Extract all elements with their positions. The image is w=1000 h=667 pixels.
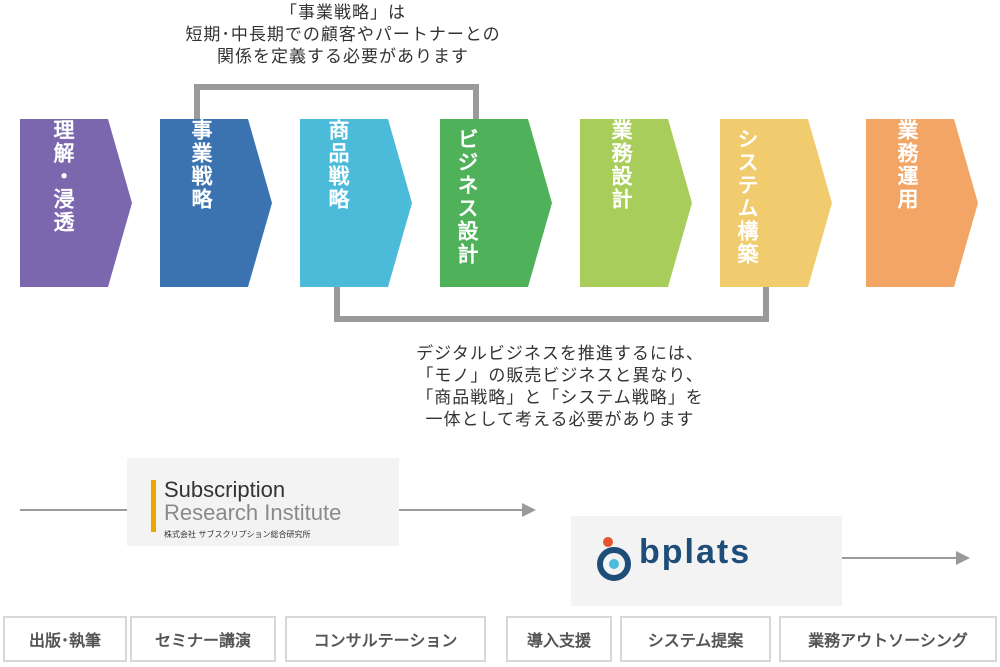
service-label: 出版･執筆 — [28, 631, 101, 650]
step-business-strategy: 事業戦略 — [160, 119, 272, 287]
service-publishing: 出版･執筆 — [3, 616, 127, 662]
sri-japanese-name: 株式会社 サブスクリプション総合研究所 — [164, 530, 311, 539]
sri-subtitle: Research Institute — [164, 500, 342, 525]
bottom-bracket-line — [334, 287, 769, 322]
step-operation-design: 業務設計 — [580, 119, 692, 287]
bplats-symbol-icon — [597, 537, 631, 581]
top-note: 「事業戦略」は 短期･中長期での顧客やパートナーとの 関係を定義する必要がありま… — [148, 2, 538, 68]
service-outsourcing: 業務アウトソーシング — [779, 616, 997, 662]
sri-accent-bar — [151, 480, 156, 532]
sri-title: Subscription — [164, 477, 286, 502]
service-system-proposal: システム提案 — [620, 616, 771, 662]
step-label: ビジネス設計 — [455, 128, 479, 266]
bplats-arrowhead — [956, 551, 970, 565]
top-note-line1: 「事業戦略」は — [280, 3, 406, 23]
sri-logo: Subscription Research Institute 株式会社 サブス… — [127, 458, 399, 546]
step-label: システム構築 — [735, 128, 759, 266]
top-note-line3: 関係を定義する必要があります — [217, 47, 469, 67]
step-product-strategy: 商品戦略 — [300, 119, 412, 287]
bottom-note-line4: 一体として考える必要があります — [425, 410, 695, 430]
bplats-wordmark: bplats — [639, 533, 752, 571]
bottom-note-line2: 「モノ」の販売ビジネスと異なり、 — [416, 366, 704, 386]
service-label: コンサルテーション — [313, 631, 458, 650]
top-bracket-line — [194, 84, 479, 119]
step-label: 業務運用 — [895, 119, 919, 211]
service-label: システム提案 — [647, 631, 744, 650]
bottom-note-line3: 「商品戦略」と「システム戦略」を — [416, 388, 704, 408]
service-consultation: コンサルテーション — [285, 616, 486, 662]
step-system-build: システム構築 — [720, 119, 832, 287]
service-label: 業務アウトソーシング — [808, 631, 968, 650]
step-label: 事業戦略 — [189, 119, 213, 211]
service-label: 導入支援 — [526, 631, 591, 650]
step-label: 商品戦略 — [326, 119, 350, 211]
step-understanding: 理解・浸透 — [20, 119, 132, 287]
step-business-design: ビジネス設計 — [440, 119, 552, 287]
bplats-logo: bplats — [571, 516, 842, 606]
service-implementation: 導入支援 — [506, 616, 612, 662]
bottom-note: デジタルビジネスを推進するには、 「モノ」の販売ビジネスと異なり、 「商品戦略」… — [390, 343, 730, 431]
step-label: 業務設計 — [609, 119, 633, 211]
top-note-line2: 短期･中長期での顧客やパートナーとの — [185, 25, 501, 45]
step-operation: 業務運用 — [866, 119, 978, 287]
sri-arrowhead — [522, 503, 536, 517]
service-label: セミナー講演 — [154, 631, 251, 650]
service-seminar: セミナー講演 — [130, 616, 276, 662]
step-label: 理解・浸透 — [51, 119, 75, 234]
bottom-note-line1: デジタルビジネスを推進するには、 — [416, 344, 704, 364]
